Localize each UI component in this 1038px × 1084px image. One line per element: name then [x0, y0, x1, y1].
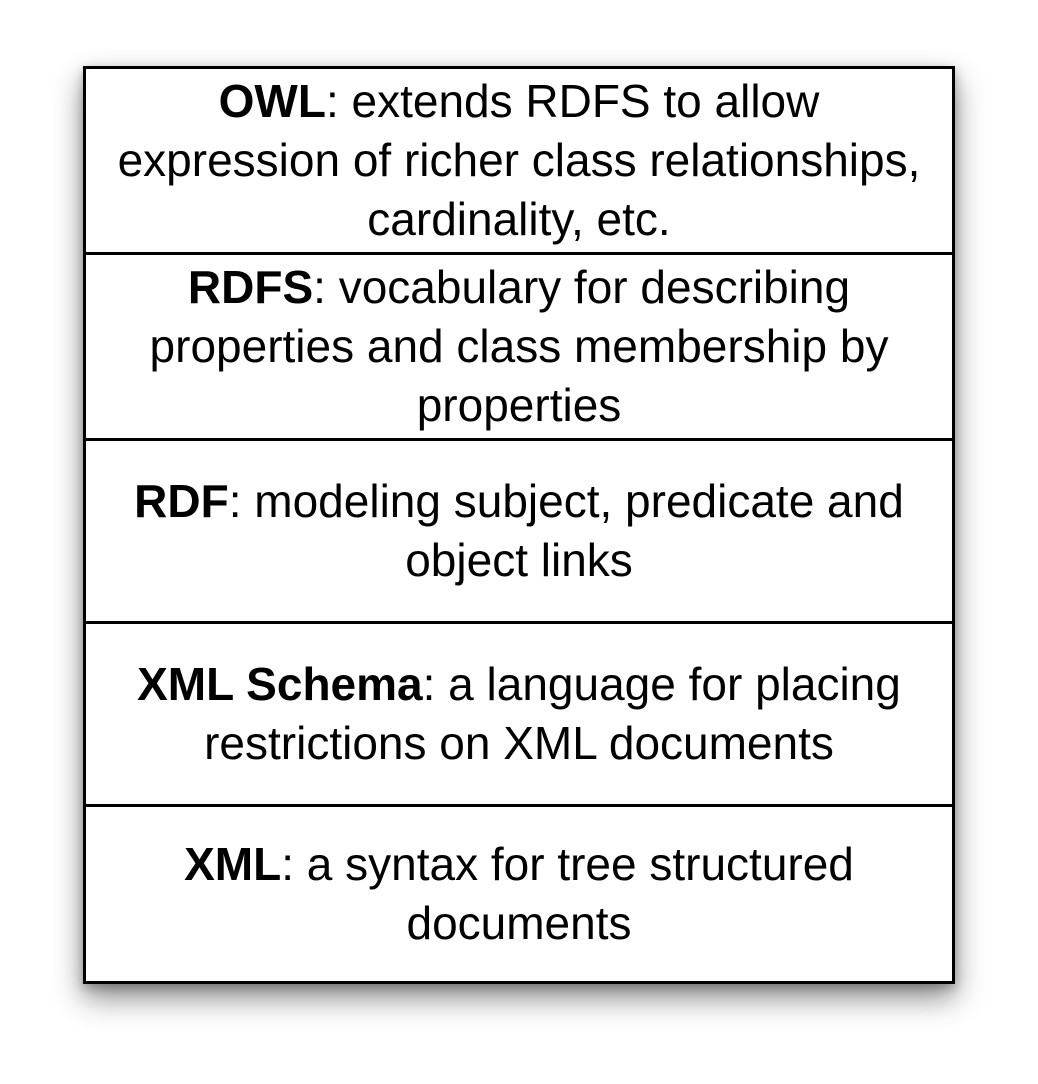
- layer-xml-schema-name: XML Schema: [137, 658, 423, 710]
- layer-xml-description: : a syntax for tree structured documents: [281, 838, 854, 949]
- layer-owl-text: OWL: extends RDFS to allow expression of…: [106, 72, 932, 249]
- layer-owl: OWL: extends RDFS to allow expression of…: [86, 69, 952, 252]
- layer-rdfs-name: RDFS: [187, 261, 314, 313]
- layer-rdfs: RDFS: vocabulary for describing properti…: [86, 252, 952, 438]
- layer-rdf: RDF: modeling subject, predicate and obj…: [86, 438, 952, 621]
- layer-owl-description: : extends RDFS to allow expression of ri…: [117, 75, 921, 245]
- layer-rdf-name: RDF: [134, 475, 229, 527]
- layer-xml-text: XML: a syntax for tree structured docume…: [106, 835, 932, 953]
- layer-xml-name: XML: [184, 838, 282, 890]
- layer-rdf-description: : modeling subject, predicate and object…: [228, 475, 904, 586]
- layer-owl-name: OWL: [218, 75, 326, 127]
- layer-rdfs-description: : vocabulary for describing properties a…: [149, 261, 889, 431]
- layer-xml-schema-text: XML Schema: a language for placing restr…: [106, 655, 932, 773]
- layer-rdfs-text: RDFS: vocabulary for describing properti…: [106, 258, 932, 435]
- layer-rdf-text: RDF: modeling subject, predicate and obj…: [106, 472, 932, 590]
- layer-xml: XML: a syntax for tree structured docume…: [86, 804, 952, 981]
- semantic-web-layer-stack: OWL: extends RDFS to allow expression of…: [83, 66, 955, 984]
- layer-xml-schema: XML Schema: a language for placing restr…: [86, 621, 952, 804]
- layer-xml-schema-description: : a language for placing restrictions on…: [204, 658, 901, 769]
